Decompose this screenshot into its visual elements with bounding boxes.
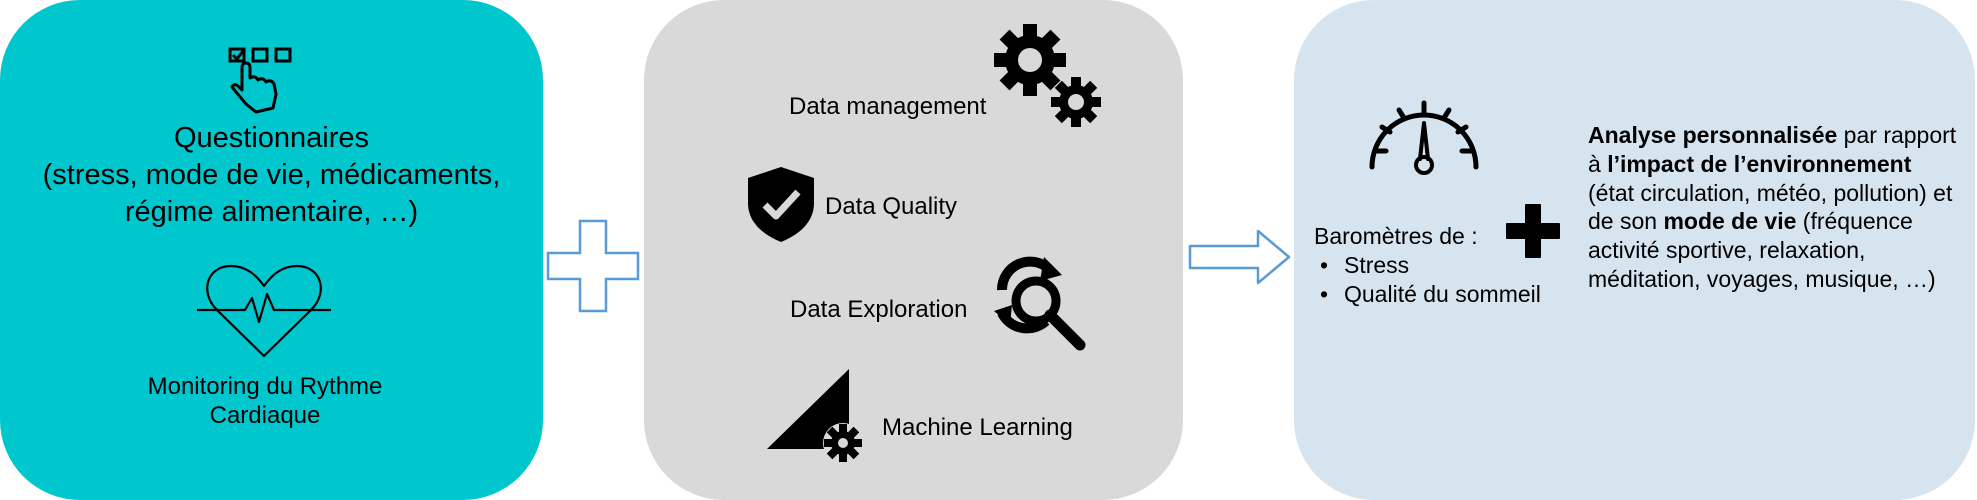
gears-icon xyxy=(992,22,1104,130)
shield-check-icon xyxy=(746,165,816,243)
barometers-list: Stress Qualité du sommeil xyxy=(1314,251,1541,309)
barometer-stress: Stress xyxy=(1314,251,1541,280)
barometers-block: Baromètres de : Stress Qualité du sommei… xyxy=(1314,222,1541,308)
analysis-text-3: (fréquence activité sportive, relaxation… xyxy=(1588,208,1936,292)
barometer-sleep: Qualité du sommeil xyxy=(1314,280,1541,309)
questionnaires-title: Questionnaires xyxy=(173,122,370,154)
analysis-text: Analyse personnalisée par rapport à l’im… xyxy=(1588,121,1958,294)
questionnaires-detail-2: régime alimentaire, …) xyxy=(124,196,419,229)
touch-checklist-icon xyxy=(228,46,296,116)
refresh-search-icon xyxy=(990,255,1088,353)
input-panel xyxy=(0,0,543,500)
heart-rate-icon xyxy=(197,262,331,362)
monitoring-line-2: Cardiaque xyxy=(209,401,321,429)
monitoring-label: Monitoring du Rythme Cardiaque xyxy=(120,373,410,431)
data-exploration-label: Data Exploration xyxy=(790,296,968,323)
questionnaires-block: Questionnaires (stress, mode de vie, méd… xyxy=(20,120,523,231)
ml-triangle-gear-icon xyxy=(765,367,869,467)
plus-outline-icon xyxy=(546,219,640,313)
questionnaires-detail-1: (stress, mode de vie, médicaments, xyxy=(42,159,501,192)
analysis-bold-3: mode de vie xyxy=(1663,208,1797,235)
data-quality-label: Data Quality xyxy=(825,193,958,220)
plus-icon xyxy=(1505,203,1561,259)
data-management-label: Data management xyxy=(789,93,987,120)
analysis-text-1: par rapport à xyxy=(1588,122,1957,177)
processing-panel xyxy=(644,0,1183,500)
analysis-bold-1: Analyse personnalisée xyxy=(1588,122,1838,148)
analysis-text-2: (état circulation, météo, pollution) et … xyxy=(1588,179,1953,235)
analysis-bold-2: l’impact de l’environnement xyxy=(1607,150,1912,177)
monitoring-line-1: Monitoring du Rythme xyxy=(147,373,383,400)
arrow-right-icon xyxy=(1188,228,1292,286)
gauge-icon xyxy=(1362,89,1486,179)
barometers-title: Baromètres de : xyxy=(1314,223,1478,249)
machine-learning-label: Machine Learning xyxy=(882,414,1073,441)
